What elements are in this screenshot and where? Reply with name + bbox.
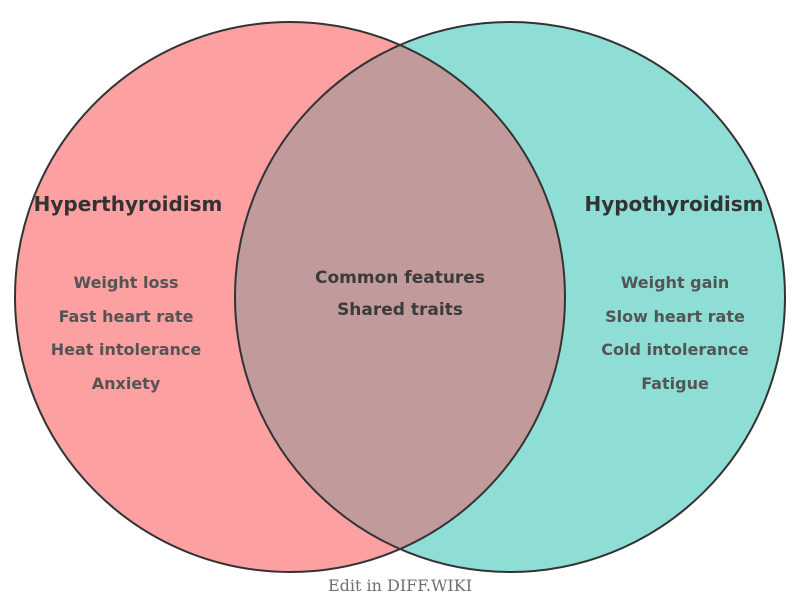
- left-item: Fast heart rate: [59, 307, 194, 326]
- overlap-line: Shared traits: [337, 300, 463, 320]
- right-item: Slow heart rate: [605, 307, 745, 326]
- left-item: Anxiety: [92, 374, 161, 393]
- left-set-title: Hyperthyroidism: [34, 192, 223, 216]
- left-item: Heat intolerance: [51, 340, 202, 359]
- overlap-line: Common features: [315, 268, 485, 288]
- edit-in-diffwiki-link[interactable]: Edit in DIFF.WIKI: [328, 576, 472, 595]
- right-set-title: Hypothyroidism: [584, 192, 763, 216]
- left-circle-outline: [14, 21, 566, 573]
- right-item: Weight gain: [621, 273, 730, 292]
- right-item: Fatigue: [641, 374, 709, 393]
- right-item: Cold intolerance: [601, 340, 749, 359]
- overlap-region: [235, 22, 565, 572]
- right-circle-outline: [234, 21, 786, 573]
- left-item: Weight loss: [74, 273, 179, 292]
